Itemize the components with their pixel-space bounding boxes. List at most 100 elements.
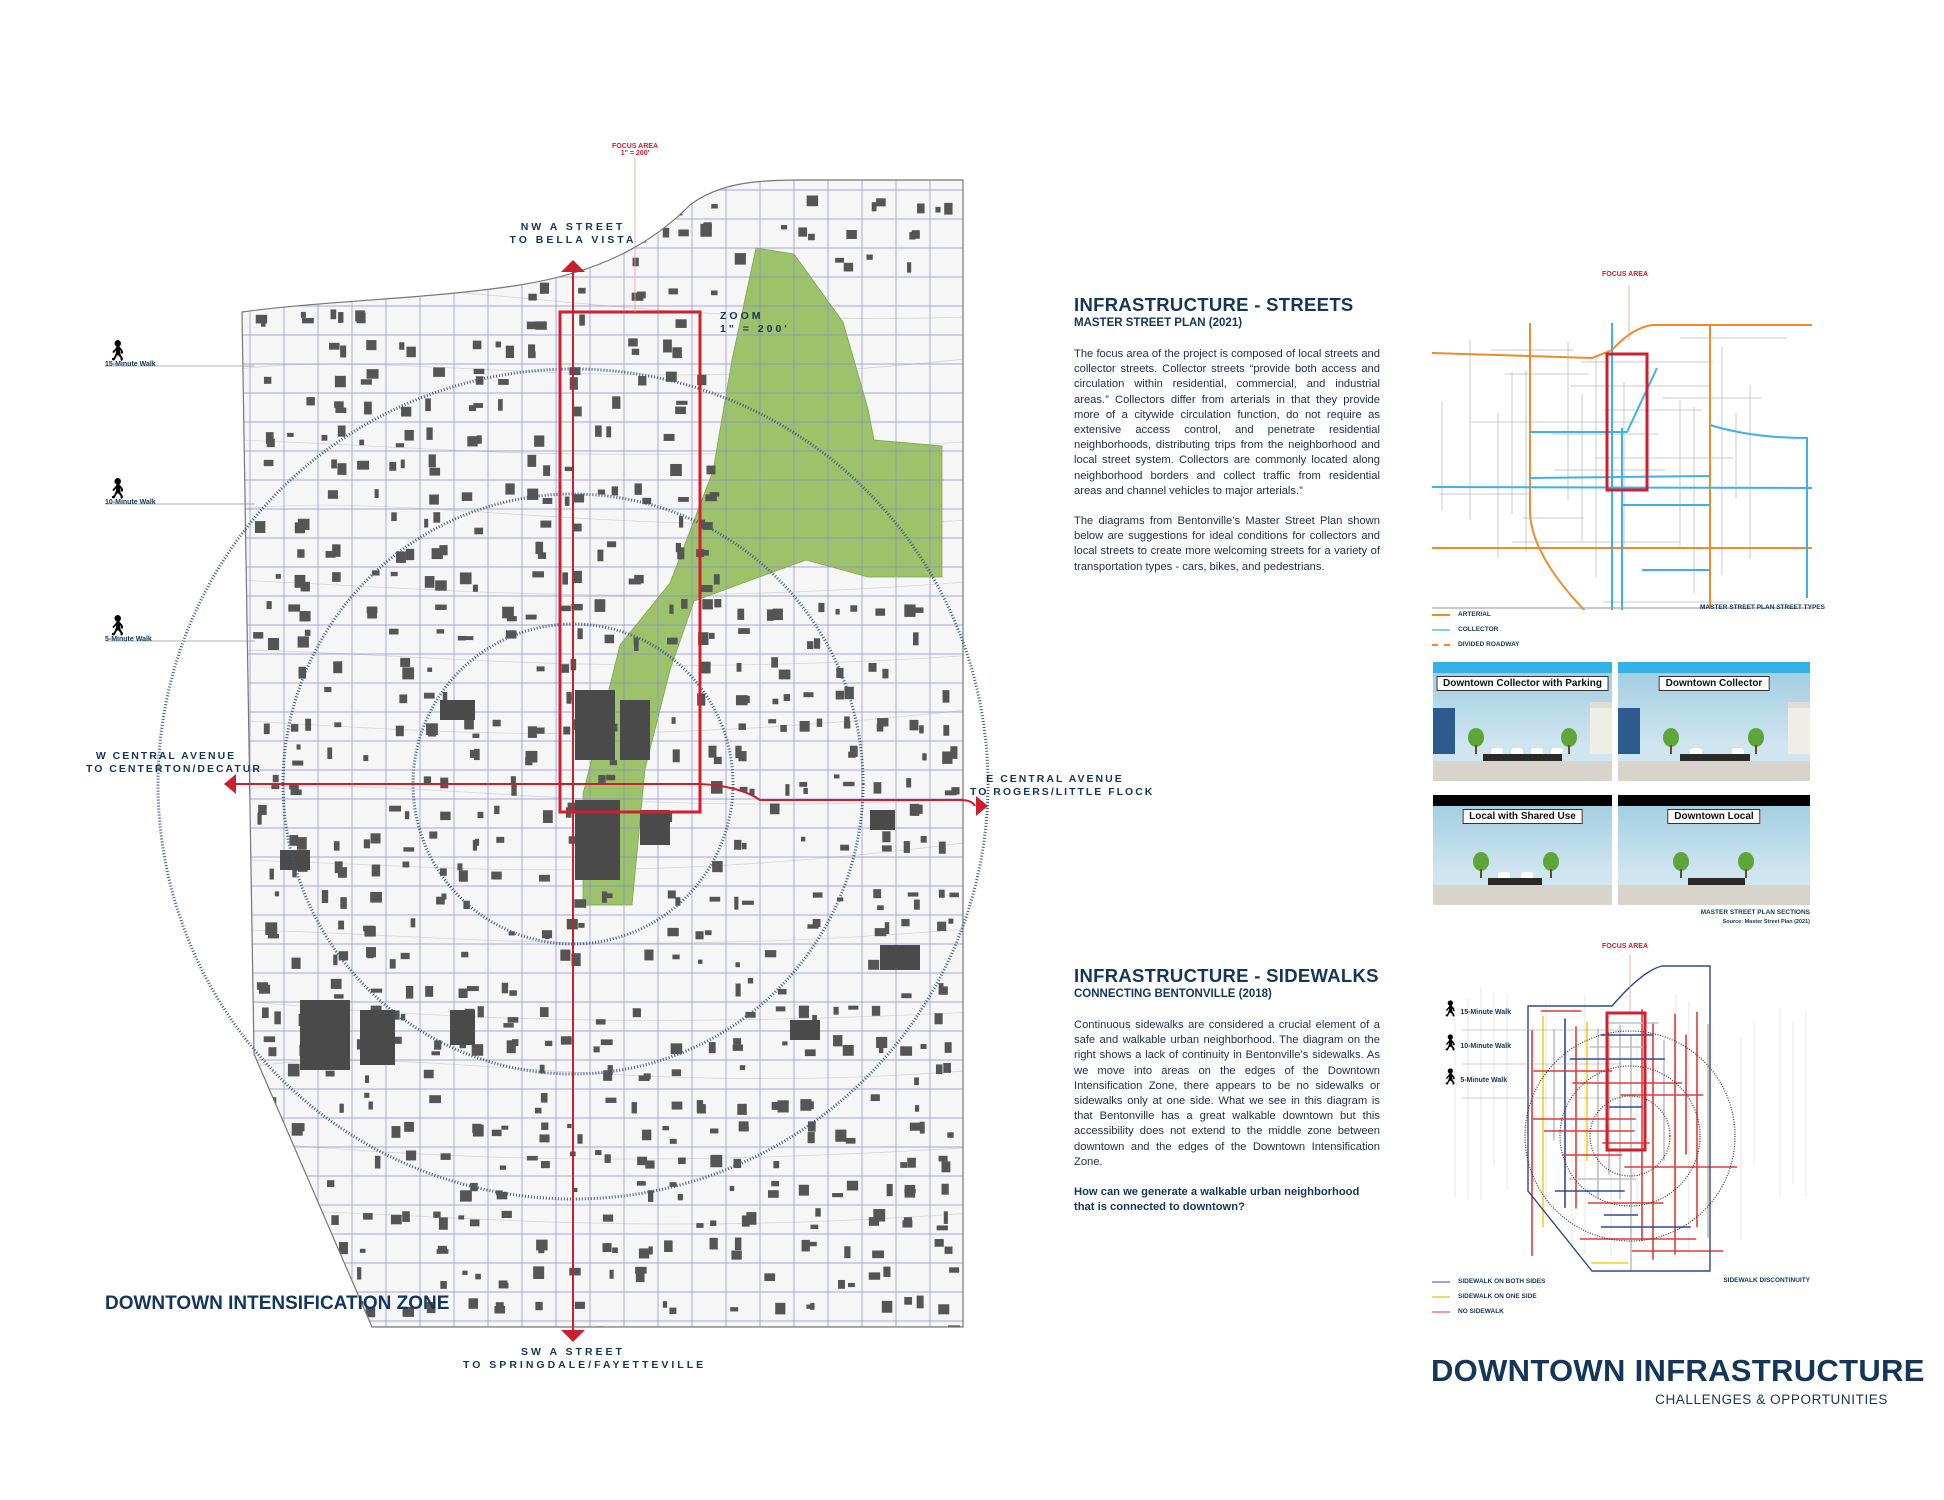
- building: [426, 427, 433, 440]
- building: [780, 724, 787, 732]
- section-downtown-local: Downtown Local: [1618, 795, 1810, 905]
- building: [846, 229, 857, 239]
- building: [338, 951, 349, 961]
- building: [934, 1013, 943, 1025]
- north-label: NW A STREET TO BELLA VISTA: [493, 221, 653, 247]
- building: [438, 1326, 450, 1327]
- building: [272, 1161, 277, 1172]
- building: [768, 719, 777, 724]
- building: [664, 1240, 673, 1253]
- building: [606, 426, 612, 438]
- legend-arterial: ARTERIAL: [1432, 607, 1520, 622]
- building: [395, 551, 406, 563]
- streets-heading: INFRASTRUCTURE - STREETS: [1074, 294, 1354, 315]
- building: [474, 748, 480, 761]
- building: [399, 342, 405, 350]
- building: [677, 547, 685, 560]
- building: [602, 1243, 612, 1253]
- building: [667, 890, 676, 899]
- tree-icon: [1543, 852, 1559, 878]
- building: [634, 196, 640, 201]
- sidewalk-ground: [1433, 761, 1612, 781]
- building: [566, 691, 572, 704]
- building: [333, 954, 338, 966]
- building: [405, 1150, 417, 1161]
- building: [262, 1007, 269, 1019]
- building: [334, 722, 342, 728]
- building: [738, 628, 750, 634]
- both-sides-swatch: [1432, 1280, 1450, 1283]
- legend-label: DIVIDED ROADWAY: [1458, 641, 1520, 648]
- building: [578, 922, 585, 928]
- car-icon: [1732, 748, 1744, 754]
- car-icon: [1511, 748, 1523, 754]
- building: [870, 1094, 880, 1102]
- building: [495, 1190, 503, 1196]
- sidewalk-legend: SIDEWALK ON BOTH SIDES SIDEWALK ON ONE S…: [1432, 1274, 1545, 1319]
- sidewalks-subheading: CONNECTING BENTONVILLE (2018): [1074, 988, 1272, 1000]
- roadway-graphic: [1680, 754, 1750, 761]
- building: [904, 1189, 916, 1194]
- building: [265, 1124, 271, 1131]
- building: [601, 891, 607, 903]
- building: [736, 663, 742, 672]
- building: [771, 657, 778, 668]
- building: [938, 841, 946, 854]
- east-destination: TO ROGERS/LITTLE FLOCK: [970, 786, 1155, 798]
- building: [532, 571, 545, 578]
- building: [865, 1329, 869, 1339]
- building: [534, 727, 545, 734]
- arterial-swatch: [1432, 613, 1450, 616]
- building: [253, 1186, 263, 1200]
- building: [324, 686, 332, 693]
- building: [436, 1249, 449, 1254]
- building: [469, 749, 476, 758]
- building: [472, 733, 480, 738]
- building: [327, 1274, 340, 1285]
- building: [878, 1047, 884, 1054]
- building: [535, 1301, 543, 1311]
- building: [609, 1269, 614, 1279]
- building: [571, 953, 581, 967]
- building: [843, 262, 854, 272]
- legend-label: ARTERIAL: [1458, 611, 1491, 618]
- building: [605, 1097, 617, 1103]
- building: [327, 747, 333, 760]
- building: [337, 463, 347, 475]
- building: [424, 259, 435, 270]
- building: [782, 1041, 788, 1046]
- building: [359, 287, 372, 296]
- building: [771, 1101, 779, 1110]
- building: [909, 232, 916, 240]
- building: [359, 1248, 366, 1253]
- map-title: DOWNTOWN INTENSIFICATION ZONE: [105, 1293, 450, 1314]
- building: [370, 833, 381, 844]
- building: [564, 496, 570, 506]
- large-building: [880, 945, 920, 970]
- building: [510, 1336, 517, 1343]
- building: [631, 1102, 637, 1114]
- building: [907, 262, 912, 273]
- building: [676, 400, 688, 405]
- building: [818, 602, 825, 613]
- building: [269, 868, 274, 880]
- street-types-legend: ARTERIAL COLLECTOR DIVIDED ROADWAY: [1432, 607, 1520, 652]
- building: [333, 841, 340, 851]
- collector-road: [1529, 475, 1711, 479]
- building: [772, 608, 783, 621]
- building: [916, 1295, 924, 1309]
- building: [948, 1325, 960, 1327]
- building: [543, 465, 551, 476]
- building: [301, 317, 314, 324]
- building: [434, 1040, 442, 1050]
- pedestrian-icon: 🚶︎: [105, 478, 131, 500]
- building: [882, 668, 889, 679]
- poster-subtitle: CHALLENGES & OPPORTUNITIES: [1655, 1392, 1888, 1407]
- building: [938, 889, 945, 898]
- building: [943, 725, 950, 736]
- building: [804, 1049, 816, 1057]
- one-side-swatch: [1432, 1295, 1450, 1298]
- building: [530, 1335, 537, 1343]
- building: [708, 1042, 716, 1054]
- building: [254, 521, 266, 533]
